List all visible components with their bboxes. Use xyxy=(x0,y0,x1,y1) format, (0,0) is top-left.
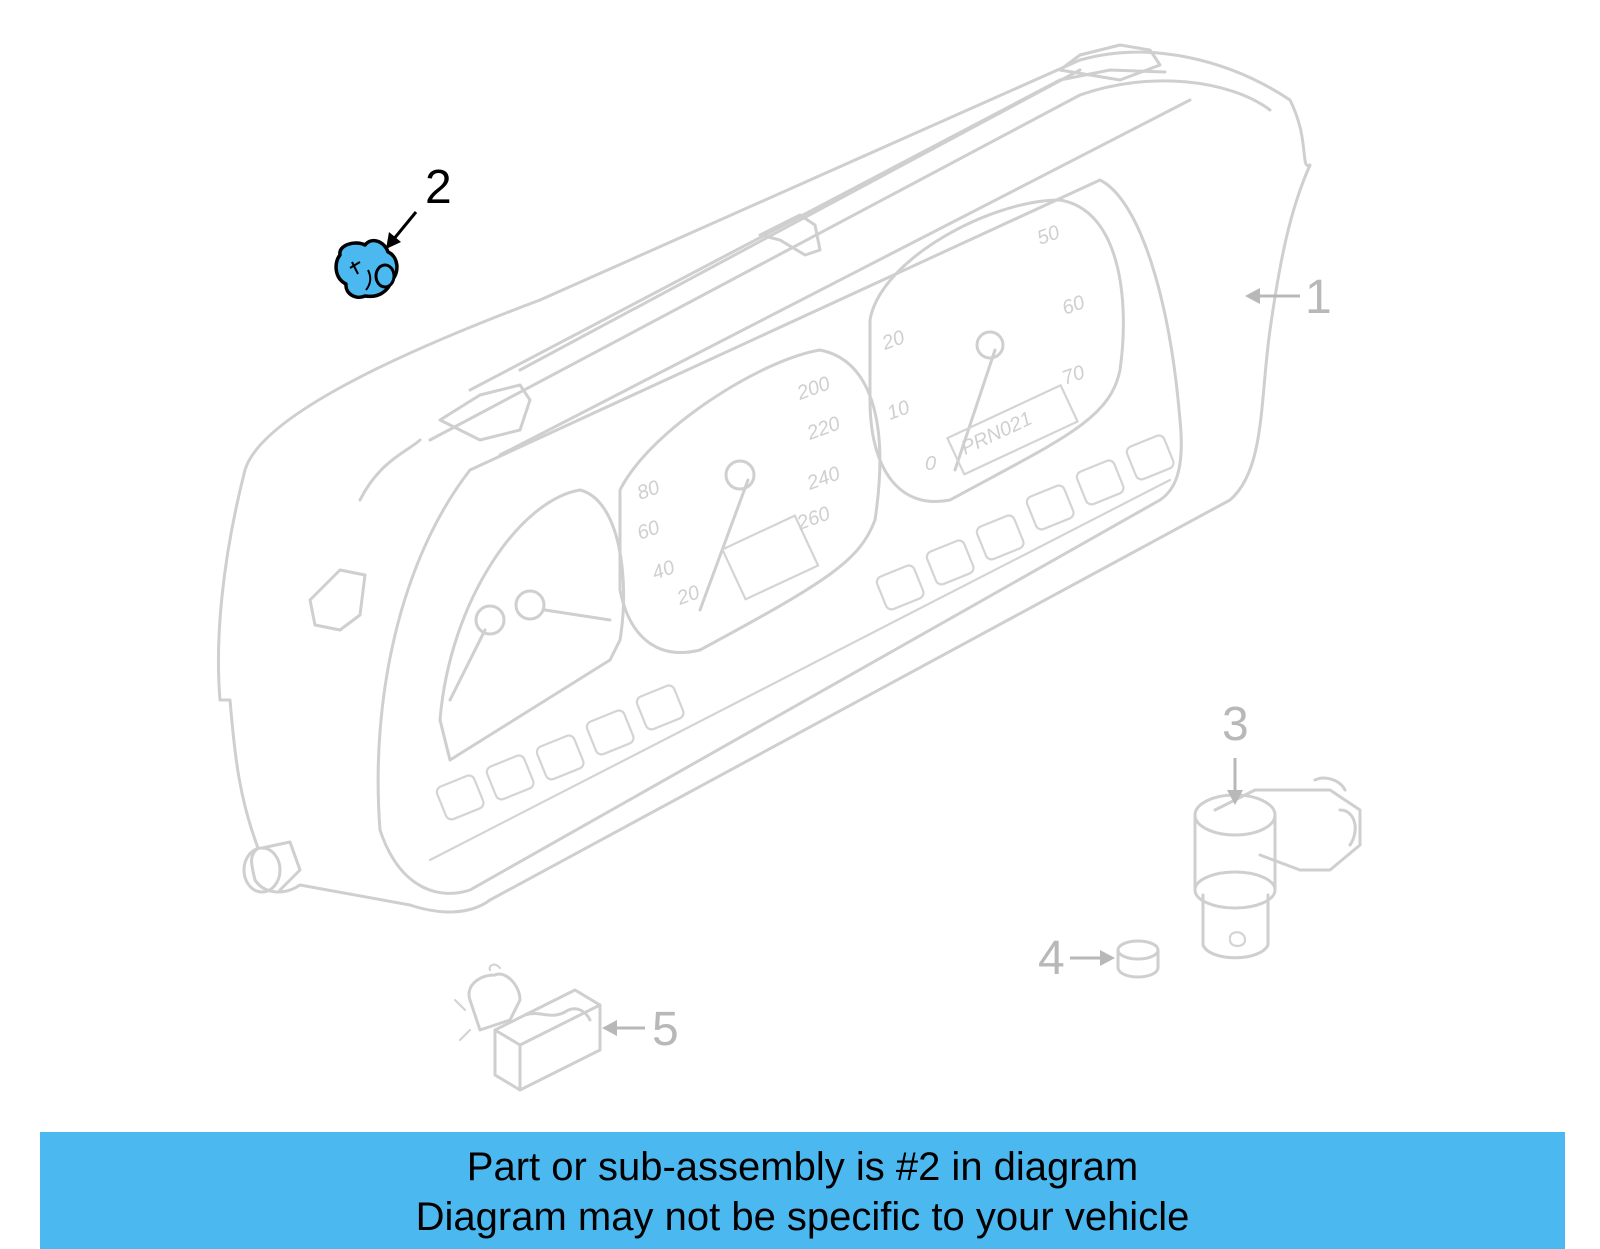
callout-2[interactable]: 2 xyxy=(386,161,452,249)
callout-number: 4 xyxy=(1038,932,1065,985)
speedo-tick-label: 240 xyxy=(803,463,843,495)
callout-number: 1 xyxy=(1305,271,1332,324)
speedo-tick-label: 80 xyxy=(634,476,662,504)
rpm-tick-label: 70 xyxy=(1059,361,1087,389)
speedo-tick-label: 200 xyxy=(793,373,833,405)
speedo-tick-label: 260 xyxy=(793,503,833,535)
rpm-tick-label: 0 xyxy=(925,453,936,475)
banner-line-2: Diagram may not be specific to your vehi… xyxy=(415,1195,1190,1239)
speedo-tick-label: 40 xyxy=(649,556,677,584)
sender-part-3[interactable] xyxy=(1193,776,1362,960)
callout-1[interactable]: 1 xyxy=(1245,271,1332,324)
rpm-tick-label: 60 xyxy=(1059,291,1087,319)
banner-line-1: Part or sub-assembly is #2 in diagram xyxy=(466,1145,1139,1189)
callout-number: 5 xyxy=(652,1003,679,1056)
callout-number: 2 xyxy=(425,161,452,214)
speedo-tick-label: 220 xyxy=(803,413,843,445)
callout-5[interactable]: 5 xyxy=(602,1003,679,1056)
cap-part-4[interactable] xyxy=(1116,939,1160,979)
rpm-tick-label: 10 xyxy=(884,396,912,424)
callout-3[interactable]: 3 xyxy=(1222,698,1249,805)
speedo-tick-label: 60 xyxy=(634,516,662,544)
callout-number: 3 xyxy=(1222,698,1249,751)
knob-part-2[interactable] xyxy=(334,238,399,299)
instrument-cluster-part-1[interactable]: 20 40 60 80 200 220 240 260 0 10 20 50 6… xyxy=(216,43,1312,914)
bulb-socket-part-5[interactable] xyxy=(453,963,602,1092)
speedo-tick-label: 20 xyxy=(673,581,702,610)
callout-4[interactable]: 4 xyxy=(1038,932,1115,985)
info-banner: Part or sub-assembly is #2 in diagram Di… xyxy=(40,1132,1565,1249)
rpm-tick-label: 50 xyxy=(1034,221,1062,249)
rpm-tick-label: 20 xyxy=(878,326,907,355)
